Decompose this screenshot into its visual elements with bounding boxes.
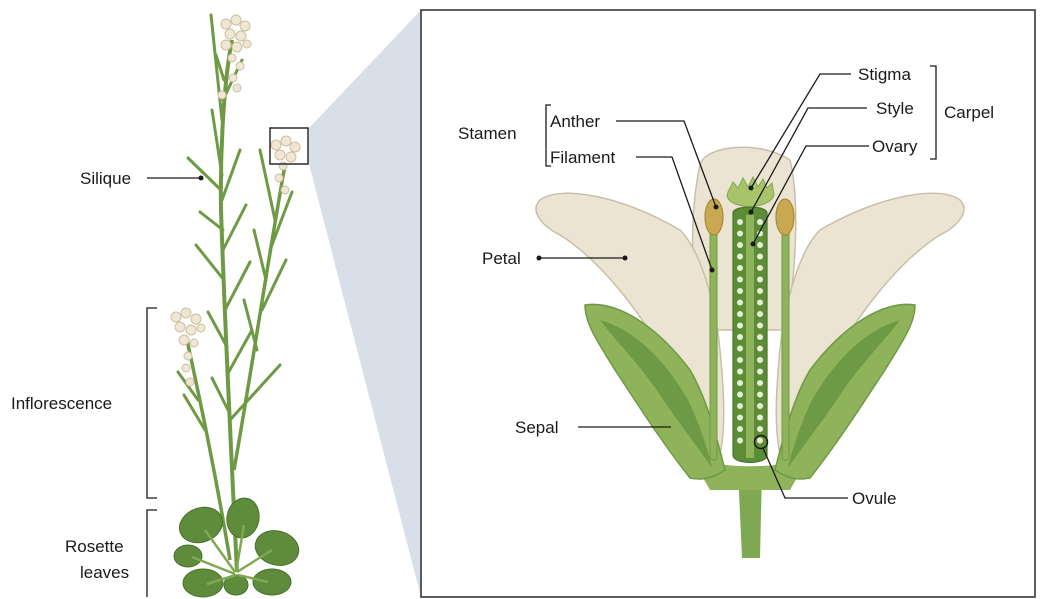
leader-dot-silique — [199, 176, 204, 181]
ovule-dot — [737, 300, 743, 306]
ovule-dot — [757, 265, 763, 271]
left-anther — [705, 199, 723, 235]
ovule-dot — [757, 415, 763, 421]
ovule-dot — [737, 346, 743, 352]
label-stigma: Stigma — [858, 65, 911, 84]
ovule-dot — [757, 380, 763, 386]
whole-plant-illustration — [171, 15, 308, 597]
label-filament: Filament — [550, 148, 615, 167]
ovule-dot — [737, 426, 743, 432]
left-filament — [710, 225, 717, 460]
label-stamen: Stamen — [458, 124, 517, 143]
label-carpel: Carpel — [944, 103, 994, 122]
ovule-dot — [757, 300, 763, 306]
label-ovary: Ovary — [872, 137, 918, 156]
ovule-dot — [737, 438, 743, 444]
ovule-dot — [757, 357, 763, 363]
ovule-dot — [737, 265, 743, 271]
right-anther — [776, 199, 794, 235]
ovule-dot — [737, 323, 743, 329]
ovule-dot — [757, 254, 763, 260]
ovule-dot — [737, 219, 743, 225]
ovule-dot — [737, 369, 743, 375]
label-rosette-line1: Rosette — [65, 537, 124, 556]
ovule-dot — [757, 277, 763, 283]
zoom-wedge — [309, 10, 421, 597]
label-style: Style — [876, 99, 914, 118]
bracket-inflorescence — [147, 308, 157, 498]
ovary-septum — [746, 215, 754, 458]
ovule-dot — [737, 288, 743, 294]
label-rosette-line2: leaves — [80, 563, 129, 582]
ovule-dot — [737, 254, 743, 260]
ovule-dot — [737, 415, 743, 421]
ovule-dot — [737, 277, 743, 283]
ovule-dot — [737, 242, 743, 248]
label-sepal: Sepal — [515, 418, 558, 437]
label-inflorescence: Inflorescence — [11, 394, 112, 413]
ovule-dot — [757, 426, 763, 432]
ovule-dot — [757, 392, 763, 398]
ovule-dot — [757, 334, 763, 340]
ovule-dot — [737, 357, 743, 363]
flower-cluster-branch — [271, 136, 300, 194]
siliques-right-branch — [244, 150, 292, 350]
ovule-dot — [737, 311, 743, 317]
ovule-dot — [757, 311, 763, 317]
ovule-dot — [737, 334, 743, 340]
label-silique: Silique — [80, 169, 131, 188]
ovule-dot — [757, 323, 763, 329]
ovule-dot — [757, 438, 763, 444]
label-ovule: Ovule — [852, 489, 896, 508]
ovule-dot — [737, 392, 743, 398]
ovule-dot — [737, 380, 743, 386]
ovule-dot — [737, 403, 743, 409]
ovule-dot — [757, 219, 763, 225]
right-filament — [782, 225, 789, 460]
ovule-dot — [757, 403, 763, 409]
label-anther: Anther — [550, 112, 600, 131]
flower-cluster-top — [218, 15, 251, 99]
label-petal: Petal — [482, 249, 521, 268]
ovule-dot — [757, 346, 763, 352]
ovule-dot — [737, 231, 743, 237]
ovule-dot — [757, 242, 763, 248]
ovule-dot — [757, 288, 763, 294]
rosette-leaves — [174, 496, 303, 597]
bracket-rosette — [147, 510, 157, 597]
ovule-dot — [757, 369, 763, 375]
